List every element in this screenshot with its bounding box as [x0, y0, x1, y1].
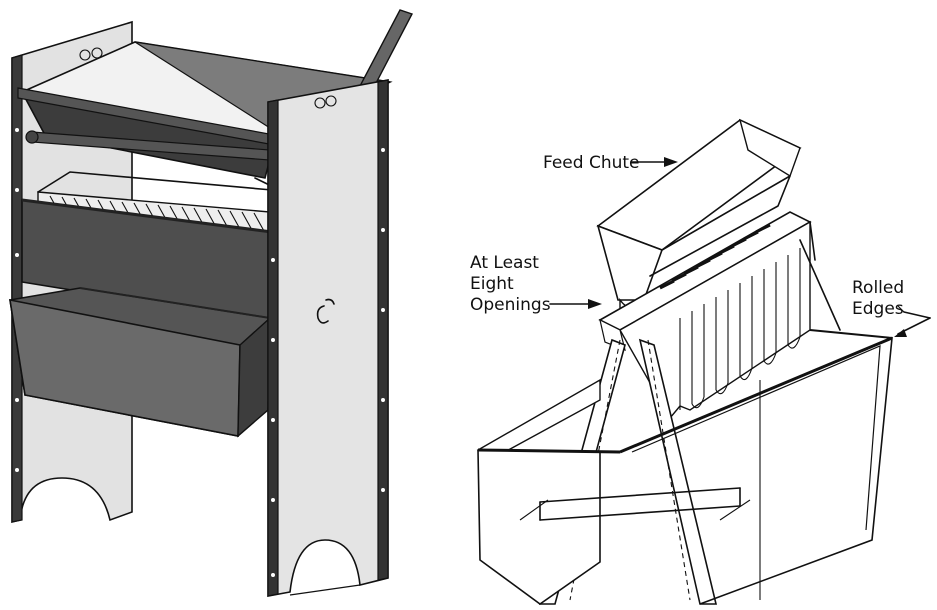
label-openings-line1: At Least [470, 253, 539, 273]
label-rolled-line1: Rolled [852, 278, 904, 298]
callout-feed-chute: Feed Chute [543, 153, 678, 173]
right-chute-diagram: Feed Chute At Least Eight Openings Rolle… [470, 118, 931, 605]
left-splitter-drawing [9, 9, 413, 597]
feed-chute [596, 118, 802, 322]
callout-openings: At Least Eight Openings [470, 253, 602, 315]
label-openings-line3: Openings [470, 295, 551, 315]
label-feed-chute: Feed Chute [543, 153, 640, 173]
callout-rolled-edges: Rolled Edges [852, 278, 931, 337]
lower-receiving-pan [9, 287, 271, 438]
receiving-pans [476, 329, 893, 605]
right-side-panel [267, 79, 389, 597]
label-openings-line2: Eight [470, 274, 514, 294]
label-rolled-line2: Edges [852, 299, 904, 319]
